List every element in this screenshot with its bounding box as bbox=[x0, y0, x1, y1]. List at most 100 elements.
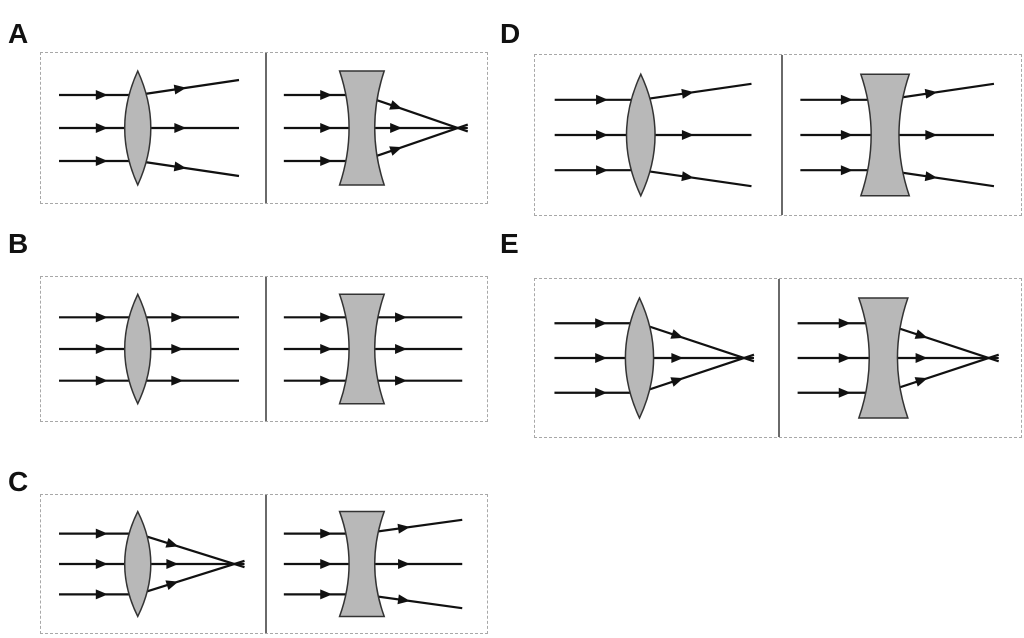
ray-arrowhead bbox=[95, 559, 108, 569]
ray-arrowhead bbox=[596, 130, 609, 140]
option-a-panel[interactable] bbox=[40, 52, 488, 204]
concave-lens bbox=[338, 70, 386, 186]
ray-arrowhead bbox=[840, 94, 853, 105]
light-ray bbox=[640, 169, 752, 188]
light-ray bbox=[137, 159, 240, 178]
convex-lens bbox=[124, 509, 152, 619]
concave-lens-diagram bbox=[266, 495, 489, 633]
option-e-panel[interactable] bbox=[534, 278, 1022, 438]
ray-arrowhead bbox=[171, 375, 184, 386]
ray-arrowhead bbox=[924, 171, 938, 182]
ray-arrowhead bbox=[395, 375, 408, 386]
concave-lens-diagram bbox=[266, 277, 489, 421]
ray-arrowhead bbox=[840, 165, 853, 176]
convex-lens-diagram bbox=[535, 279, 778, 437]
ray-arrowhead bbox=[95, 589, 108, 600]
light-ray bbox=[137, 559, 245, 596]
ray-arrowhead bbox=[320, 156, 333, 166]
convex-lens bbox=[123, 69, 152, 187]
ray-arrowhead bbox=[681, 171, 694, 182]
ray-arrowhead bbox=[398, 559, 411, 569]
ray-arrowhead bbox=[914, 329, 928, 339]
ray-arrowhead bbox=[95, 123, 108, 133]
ray-arrowhead bbox=[395, 344, 408, 354]
ray-arrowhead bbox=[596, 165, 609, 176]
ray-arrowhead bbox=[166, 559, 179, 569]
ray-arrowhead bbox=[681, 88, 694, 99]
convex-lens-diagram bbox=[41, 277, 266, 421]
option-letter-d: D bbox=[500, 18, 521, 49]
light-ray bbox=[883, 322, 1000, 363]
panel-divider bbox=[781, 55, 783, 215]
ray-arrowhead bbox=[924, 88, 938, 99]
ray-arrowhead bbox=[320, 375, 333, 386]
panel-divider bbox=[265, 277, 267, 421]
ray-arrowhead bbox=[397, 523, 411, 534]
ray-arrowhead bbox=[389, 146, 403, 156]
ray-arrowhead bbox=[596, 94, 609, 105]
ray-arrowhead bbox=[95, 156, 108, 166]
ray-arrowhead bbox=[389, 100, 403, 110]
ray-arrowhead bbox=[671, 353, 684, 363]
convex-lens bbox=[625, 72, 656, 198]
light-ray bbox=[639, 353, 755, 394]
ray-arrowhead bbox=[171, 312, 184, 323]
concave-lens bbox=[338, 510, 386, 618]
ray-arrowhead bbox=[320, 90, 333, 100]
light-ray bbox=[883, 353, 1000, 394]
ray-arrowhead bbox=[670, 377, 684, 387]
ray-arrowhead bbox=[838, 318, 851, 329]
light-ray bbox=[640, 82, 752, 101]
option-b-panel[interactable] bbox=[40, 276, 488, 422]
ray-arrowhead bbox=[165, 580, 179, 590]
ray-arrowhead bbox=[173, 84, 187, 95]
option-c-panel[interactable] bbox=[40, 494, 488, 634]
ray-arrowhead bbox=[171, 344, 184, 354]
ray-arrowhead bbox=[165, 538, 179, 548]
ray-arrowhead bbox=[95, 344, 108, 354]
ray-arrowhead bbox=[174, 123, 187, 133]
ray-arrowhead bbox=[595, 353, 608, 363]
ray-arrowhead bbox=[173, 161, 187, 172]
ray-arrowhead bbox=[840, 130, 853, 140]
ray-arrowhead bbox=[320, 528, 333, 539]
light-ray bbox=[137, 78, 240, 97]
concave-lens bbox=[857, 297, 909, 419]
ray-arrowhead bbox=[95, 528, 108, 539]
ray-arrowhead bbox=[320, 559, 333, 569]
convex-lens-diagram bbox=[41, 495, 266, 633]
option-letter-b: B bbox=[8, 228, 29, 259]
option-d-panel[interactable] bbox=[534, 54, 1022, 216]
ray-arrowhead bbox=[95, 375, 108, 386]
option-letter-a: A bbox=[8, 18, 29, 49]
light-ray bbox=[361, 123, 469, 163]
concave-lens bbox=[859, 73, 911, 197]
ray-arrowhead bbox=[397, 594, 411, 605]
ray-arrowhead bbox=[320, 123, 333, 133]
light-ray bbox=[137, 532, 245, 569]
ray-arrowhead bbox=[681, 130, 694, 140]
ray-arrowhead bbox=[914, 377, 928, 387]
light-ray bbox=[361, 93, 469, 133]
ray-arrowhead bbox=[395, 312, 408, 323]
panel-divider bbox=[778, 279, 780, 437]
concave-lens-diagram bbox=[266, 53, 489, 203]
light-ray bbox=[639, 322, 755, 363]
ray-arrowhead bbox=[670, 329, 684, 339]
ray-arrowhead bbox=[390, 123, 403, 133]
ray-arrowhead bbox=[320, 589, 333, 600]
ray-arrowhead bbox=[595, 318, 608, 329]
convex-lens bbox=[124, 292, 152, 406]
option-letter-c: C bbox=[8, 466, 29, 497]
convex-lens-diagram bbox=[535, 55, 781, 215]
panel-divider bbox=[265, 53, 267, 203]
concave-lens-diagram bbox=[781, 55, 1023, 215]
concave-lens-diagram bbox=[778, 279, 1023, 437]
concave-lens bbox=[338, 293, 386, 405]
ray-arrowhead bbox=[320, 344, 333, 354]
ray-arrowhead bbox=[320, 312, 333, 323]
ray-arrowhead bbox=[915, 353, 928, 363]
ray-arrowhead bbox=[925, 130, 938, 140]
ray-arrowhead bbox=[595, 387, 608, 398]
ray-arrowhead bbox=[95, 90, 108, 100]
